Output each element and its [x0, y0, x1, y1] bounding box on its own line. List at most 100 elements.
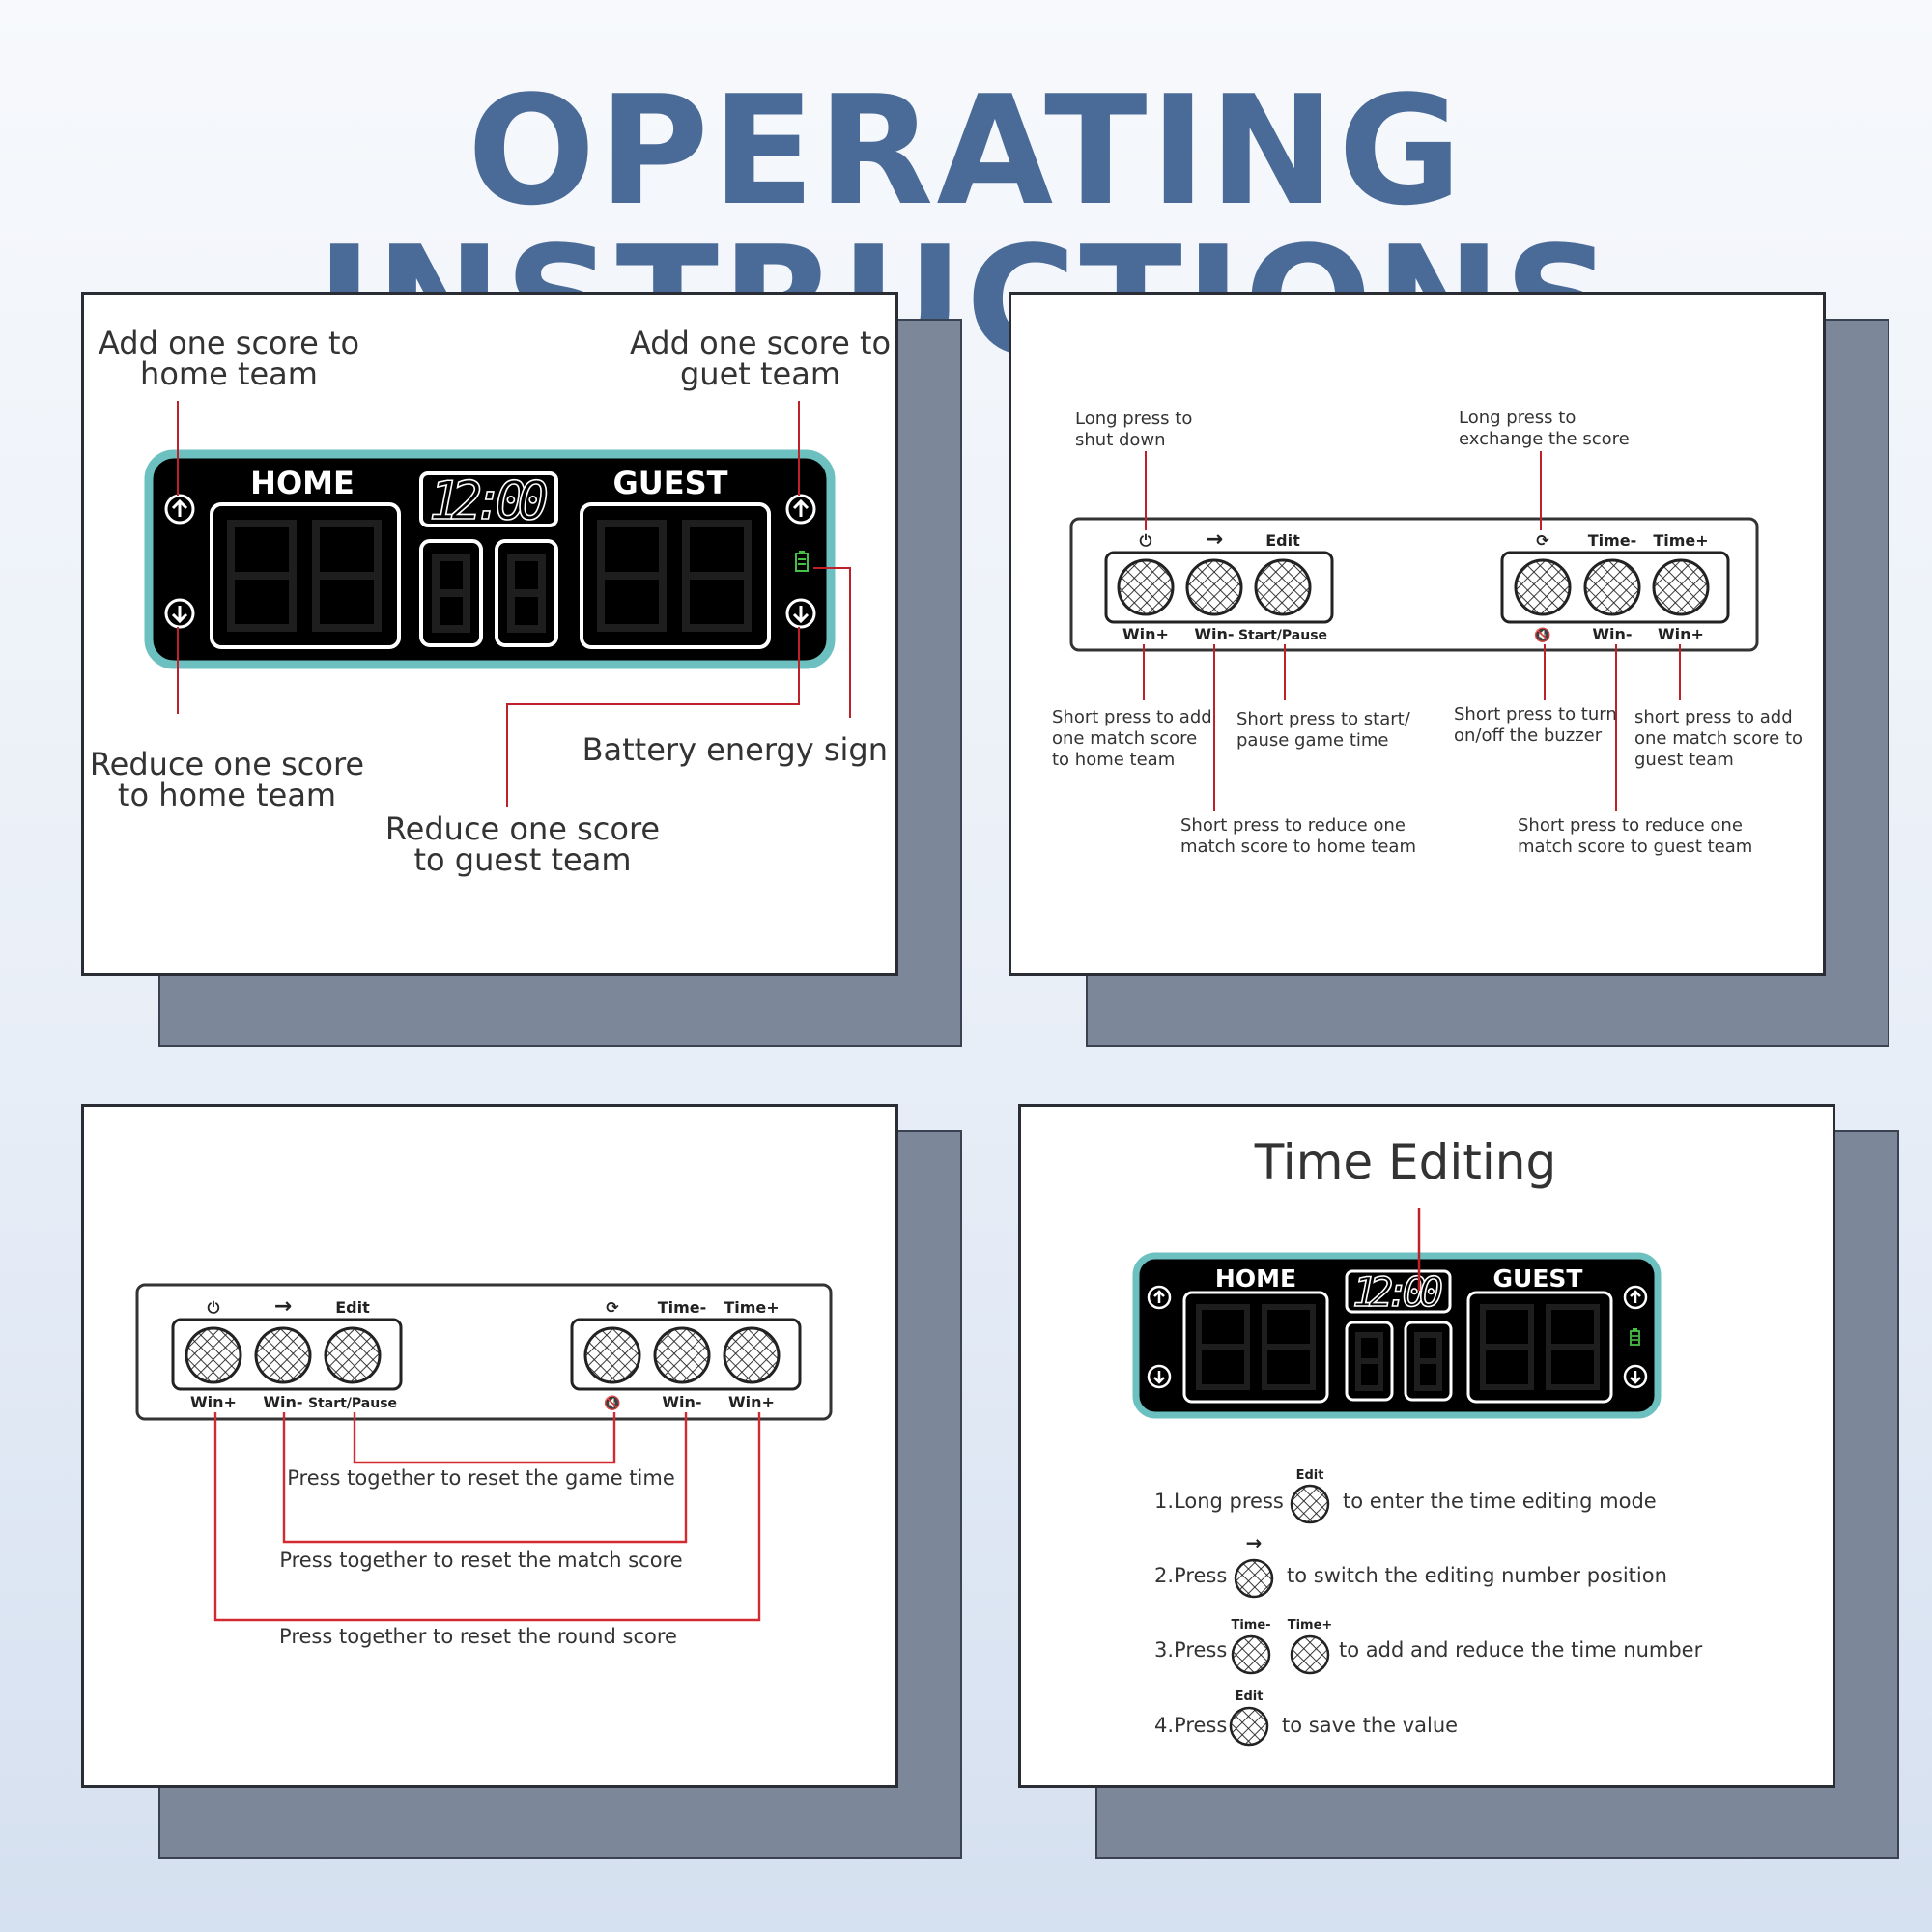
power-icon: ⏻ [1140, 531, 1152, 550]
step-4-prefix: 4.Press [1154, 1714, 1227, 1737]
seven-seg-ghosts [227, 520, 752, 633]
edit-button-icon-save [1229, 1706, 1269, 1747]
step-4: 4.Press Edit to save the value [1154, 1690, 1458, 1747]
guest-score-box-4 [1466, 1291, 1613, 1404]
leader-lines-1 [177, 401, 851, 807]
clock-box-4 [1345, 1269, 1452, 1314]
mute-icon: 🔇 [604, 1395, 620, 1411]
step-3-icon-caption-a: Time- [1231, 1618, 1270, 1633]
step-1: 1.Long press Edit to enter the time edit… [1154, 1468, 1657, 1524]
arrow-win-minus-button-3 [254, 1326, 312, 1384]
start-pause-caption: Start/Pause [1238, 628, 1327, 643]
power-icon: ⏻ [208, 1298, 220, 1317]
time-minus-button-icon [1231, 1634, 1271, 1675]
win-plus-caption: Win+ [1122, 625, 1169, 643]
exchange-icon: ⟳ [1536, 531, 1549, 550]
time-plus-win-plus-button [1652, 558, 1710, 616]
button-diagram-2: ⏻ → Edit Win+ Win- Start/Pause ⟳ Time- T… [1052, 408, 1803, 857]
step-3: 3.Press Time- Time+ to add and reduce th… [1154, 1618, 1703, 1675]
step-1-prefix: 1.Long press [1154, 1490, 1284, 1513]
label-start-pause: Short press to start/pause game time [1236, 709, 1411, 751]
time-minus-caption: Time- [658, 1298, 707, 1317]
guest-down-icon [1623, 1364, 1648, 1389]
guest-up-icon [1623, 1285, 1648, 1310]
home-up-icon [1147, 1285, 1172, 1310]
time-plus-win-plus-button-3 [723, 1326, 781, 1384]
step-4-suffix: to save the value [1282, 1714, 1458, 1737]
win-minus-caption-right: Win- [662, 1393, 701, 1411]
seven-seg-ghosts-4 [1196, 1304, 1600, 1391]
step-3-suffix: to add and reduce the time number [1339, 1638, 1703, 1662]
time-minus-win-minus-button [1583, 558, 1641, 616]
guest-down-icon [785, 598, 816, 629]
win-plus-caption-right: Win+ [1658, 625, 1704, 643]
time-plus-caption: Time+ [724, 1298, 779, 1317]
leader-lines-3 [213, 1412, 761, 1622]
clock-box [419, 471, 558, 527]
home-label: HOME [250, 465, 355, 501]
guest-label: GUEST [1493, 1264, 1583, 1293]
home-score-box-4 [1182, 1291, 1329, 1404]
leader-lines-2 [1143, 451, 1681, 811]
card-button-functions: ⏻ → Edit Win+ Win- Start/Pause ⟳ Time- T… [1009, 292, 1826, 976]
card-time-editing: Time Editing HOME GUEST 12:00 1.Long pre… [1018, 1104, 1835, 1788]
time-plus-button-icon [1290, 1634, 1330, 1675]
win-minus-caption: Win- [263, 1393, 302, 1411]
guest-label: GUEST [613, 465, 728, 501]
arrow-win-minus-button [1185, 558, 1243, 616]
power-win-plus-button [1117, 558, 1175, 616]
time-editing-title: Time Editing [1254, 1134, 1556, 1190]
win-minus-caption: Win- [1194, 625, 1234, 643]
arrow-button-icon [1234, 1558, 1274, 1599]
time-minus-caption: Time- [1588, 531, 1637, 550]
button-captions-2: ⏻ → Edit Win+ Win- Start/Pause ⟳ Time- T… [1122, 527, 1709, 643]
mute-icon: 🔇 [1534, 627, 1550, 643]
time-plus-caption: Time+ [1653, 531, 1708, 550]
exchange-mute-button [1514, 558, 1572, 616]
battery-icon [795, 551, 809, 572]
time-minus-win-minus-button-3 [653, 1326, 711, 1384]
label-battery: Battery energy sign [582, 731, 888, 768]
edit-start-pause-button [1254, 558, 1312, 616]
home-score-box [210, 502, 401, 649]
step-1-icon-caption: Edit [1296, 1468, 1324, 1483]
exchange-mute-button-3 [583, 1326, 641, 1384]
label-reset-round: Press together to reset the round score [279, 1625, 677, 1648]
clock-display: 12:00 [1352, 1268, 1443, 1316]
buttons-3 [185, 1326, 781, 1384]
win-plus-caption-right: Win+ [728, 1393, 775, 1411]
win-minus-caption-right: Win- [1592, 625, 1632, 643]
exchange-icon: ⟳ [606, 1298, 619, 1317]
home-down-icon [1147, 1364, 1172, 1389]
step-3-prefix: 3.Press [1154, 1638, 1227, 1662]
arrow-right-icon: → [274, 1294, 292, 1319]
labels-3: Press together to reset the game time Pr… [279, 1466, 683, 1648]
battery-icon [1630, 1328, 1640, 1346]
label-reset-game: Press together to reset the game time [287, 1466, 675, 1490]
arrow-right-icon: → [1246, 1531, 1263, 1554]
buttons-2 [1117, 558, 1710, 616]
edit-start-pause-button-3 [324, 1326, 382, 1384]
button-captions-3: ⏻ → Edit Win+ Win- Start/Pause ⟳ Time- T… [190, 1294, 780, 1411]
label-reset-match: Press together to reset the match score [279, 1548, 682, 1572]
step-2-prefix: 2.Press [1154, 1564, 1227, 1587]
card-reset-combos: ⏻ → Edit Win+ Win- Start/Pause ⟳ Time- T… [81, 1104, 898, 1788]
step-4-icon-caption: Edit [1236, 1690, 1264, 1704]
start-pause-caption: Start/Pause [308, 1396, 397, 1411]
power-win-plus-button-3 [185, 1326, 242, 1384]
step-2: 2.Press → to switch the editing number p… [1154, 1531, 1667, 1599]
button-diagram-3: ⏻ → Edit Win+ Win- Start/Pause ⟳ Time- T… [135, 1283, 833, 1648]
